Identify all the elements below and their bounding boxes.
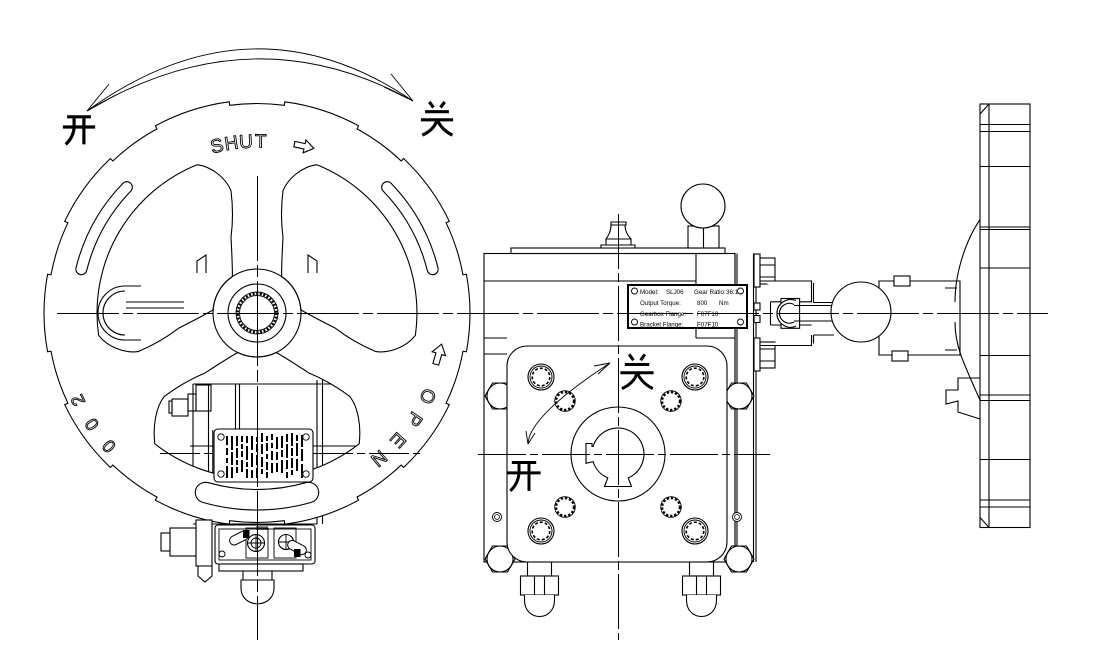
svg-text:Bracket Flange:: Bracket Flange: bbox=[640, 322, 684, 329]
svg-text:H: H bbox=[223, 132, 240, 155]
svg-text:S: S bbox=[208, 135, 225, 158]
svg-text:800: 800 bbox=[697, 300, 708, 307]
svg-text:SLJ06: SLJ06 bbox=[666, 289, 684, 296]
svg-text:36:1: 36:1 bbox=[726, 289, 739, 296]
svg-text:F07F10: F07F10 bbox=[697, 311, 719, 318]
svg-text:Gearbox Flange:: Gearbox Flange: bbox=[640, 311, 686, 318]
svg-text:U: U bbox=[238, 131, 253, 153]
svg-text:Gear Ratio:: Gear Ratio: bbox=[694, 289, 726, 296]
svg-text:T: T bbox=[255, 131, 267, 152]
svg-text:Model:: Model: bbox=[640, 289, 659, 296]
svg-text:Output Torque:: Output Torque: bbox=[640, 300, 681, 307]
svg-text:F07F10: F07F10 bbox=[697, 322, 719, 329]
svg-text:Nm: Nm bbox=[719, 300, 729, 307]
